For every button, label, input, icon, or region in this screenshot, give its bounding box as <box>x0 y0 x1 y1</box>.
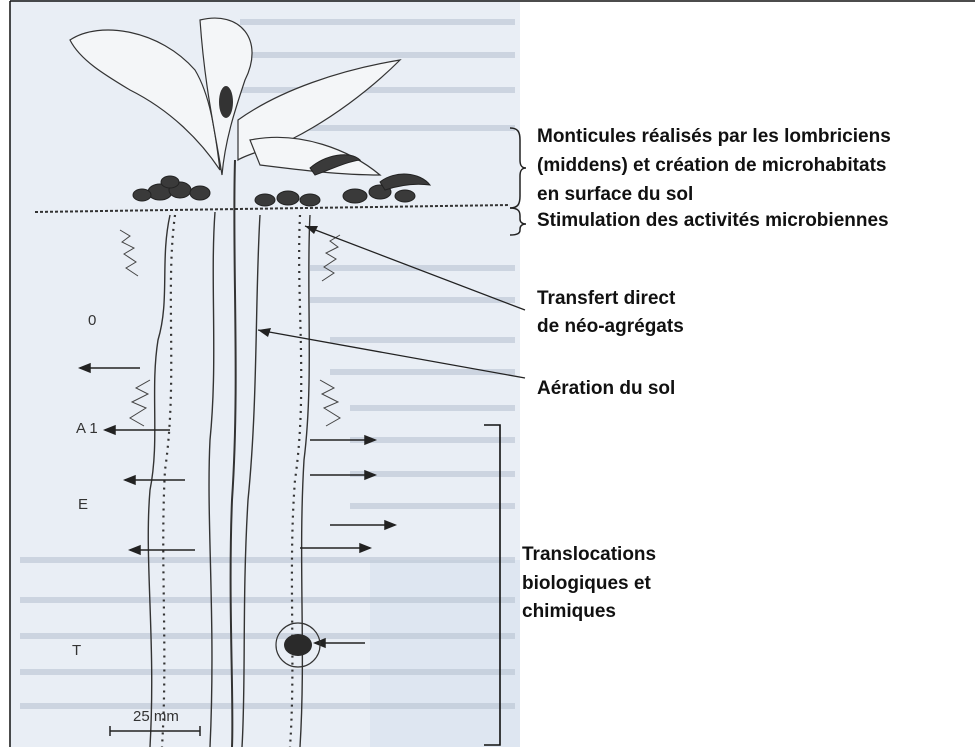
label-transfert-line2: de néo-agrégats <box>537 315 684 338</box>
label-translocations-line3: chimiques <box>522 600 616 623</box>
label-aeration: Aération du sol <box>537 377 675 400</box>
bracket-translocations <box>484 425 500 745</box>
label-monticules-line2: (middens) et création de microhabitats <box>537 154 886 177</box>
pointer-aeration <box>258 330 525 378</box>
label-transfert-line1: Transfert direct <box>537 287 675 310</box>
label-stimulation: Stimulation des activités microbiennes <box>537 209 889 232</box>
bracket-monticules <box>510 128 526 208</box>
pointer-transfert <box>305 226 525 310</box>
bracket-stimulation <box>510 208 526 235</box>
label-translocations-line2: biologiques et <box>522 572 651 595</box>
pointer-aeration-head <box>258 328 271 337</box>
label-monticules-line1: Monticules réalisés par les lombriciens <box>537 125 891 148</box>
label-monticules-line3: en surface du sol <box>537 183 693 206</box>
label-translocations-line1: Translocations <box>522 543 656 566</box>
